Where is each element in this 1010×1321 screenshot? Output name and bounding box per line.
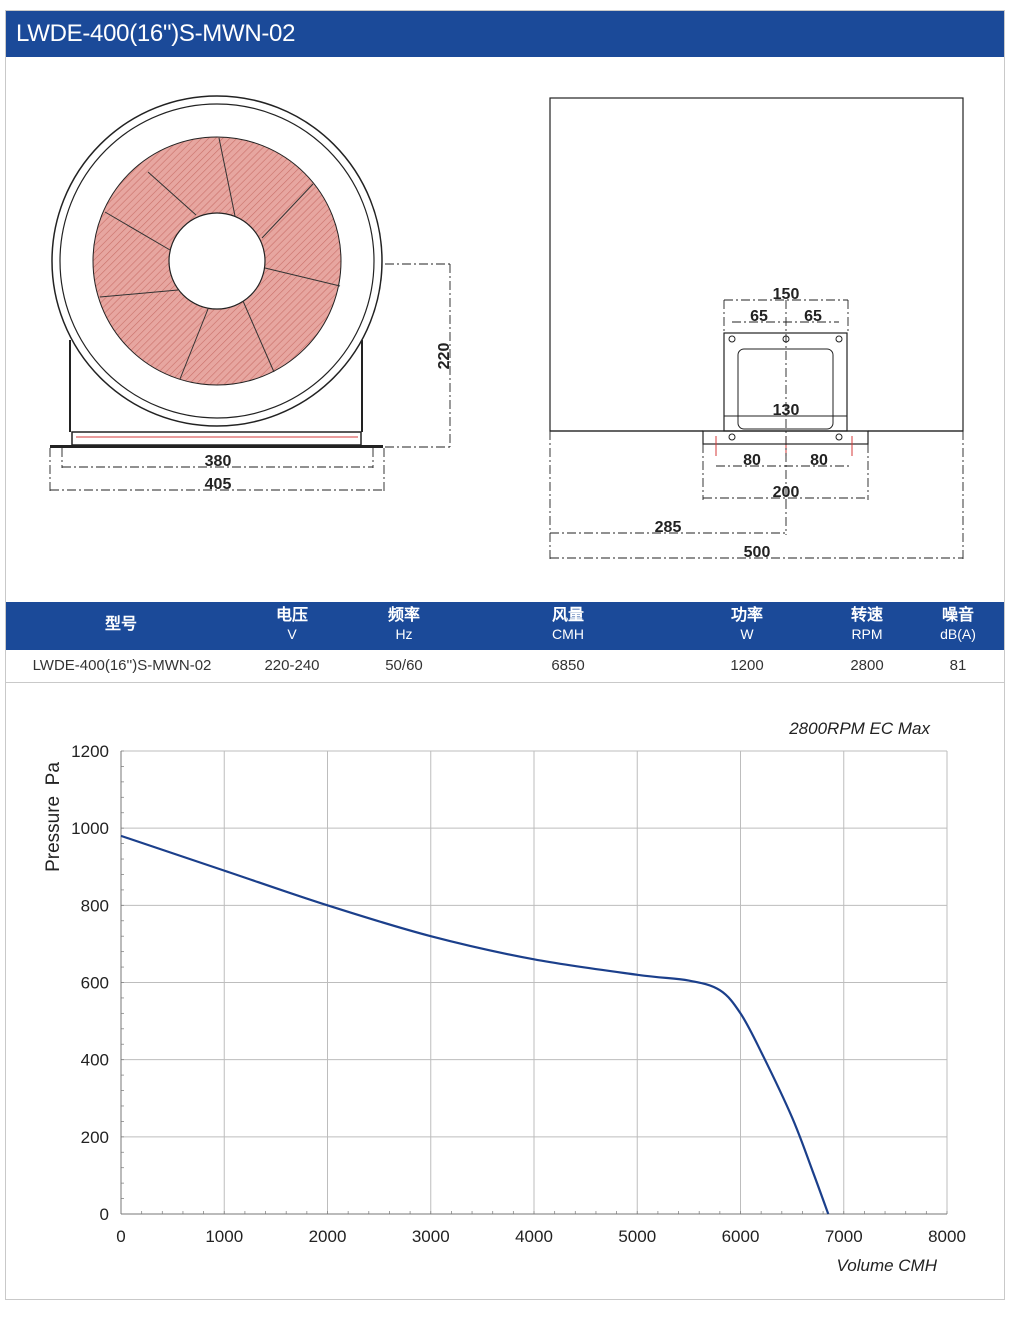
cell-voltage: 220-240 bbox=[264, 657, 320, 674]
x-tick-label: 0 bbox=[116, 1227, 125, 1246]
y-axis-label: Pressure Pa bbox=[43, 762, 64, 872]
x-axis-label: Volume CMH bbox=[837, 1256, 938, 1275]
dim-65-right: 65 bbox=[804, 308, 822, 325]
front-view bbox=[49, 95, 452, 492]
dim-500: 500 bbox=[744, 544, 771, 561]
curve-annotation: 2800RPM EC Max bbox=[788, 719, 930, 738]
cell-model: LWDE-400(16'')S-MWN-02 bbox=[32, 657, 212, 674]
cell-frequency: 50/60 bbox=[385, 657, 423, 674]
x-tick-label: 6000 bbox=[722, 1227, 760, 1246]
dim-200: 200 bbox=[773, 484, 800, 501]
cell-speed: 2800 bbox=[850, 657, 884, 674]
x-tick-label: 7000 bbox=[825, 1227, 863, 1246]
y-tick-label: 1200 bbox=[71, 742, 109, 761]
cell-power: 1200 bbox=[730, 657, 764, 674]
dim-380: 380 bbox=[205, 453, 232, 470]
x-tick-label: 8000 bbox=[928, 1227, 966, 1246]
y-tick-label: 200 bbox=[81, 1128, 109, 1147]
spec-table-row: LWDE-400(16'')S-MWN-02 220-240 50/60 685… bbox=[6, 650, 1004, 683]
dim-220: 220 bbox=[436, 343, 453, 370]
product-title: LWDE-400(16")S-MWN-02 bbox=[16, 20, 296, 47]
y-tick-label: 1000 bbox=[71, 819, 109, 838]
page-frame bbox=[5, 10, 1005, 1300]
dim-80-right: 80 bbox=[810, 452, 828, 469]
dim-405: 405 bbox=[205, 476, 232, 493]
x-tick-label: 4000 bbox=[515, 1227, 553, 1246]
title-bar: LWDE-400(16")S-MWN-02 bbox=[6, 11, 1004, 57]
dim-150: 150 bbox=[773, 286, 800, 303]
y-tick-label: 0 bbox=[100, 1205, 109, 1224]
dim-130: 130 bbox=[773, 402, 800, 419]
y-tick-label: 400 bbox=[81, 1051, 109, 1070]
y-tick-label: 800 bbox=[81, 896, 109, 915]
cell-noise: 81 bbox=[949, 657, 967, 674]
y-tick-label: 600 bbox=[81, 974, 109, 993]
header-model: 型号 bbox=[104, 616, 137, 633]
x-tick-label: 5000 bbox=[618, 1227, 656, 1246]
dim-80-left: 80 bbox=[743, 452, 761, 469]
cell-airflow: 6850 bbox=[551, 657, 585, 674]
technical-drawing: 220 380 405 bbox=[49, 95, 964, 562]
dim-65-left: 65 bbox=[750, 308, 768, 325]
x-tick-label: 2000 bbox=[309, 1227, 347, 1246]
x-tick-label: 1000 bbox=[205, 1227, 243, 1246]
x-tick-label: 3000 bbox=[412, 1227, 450, 1246]
series-line bbox=[120, 834, 830, 1215]
dim-285: 285 bbox=[655, 519, 682, 536]
side-view bbox=[549, 97, 964, 562]
